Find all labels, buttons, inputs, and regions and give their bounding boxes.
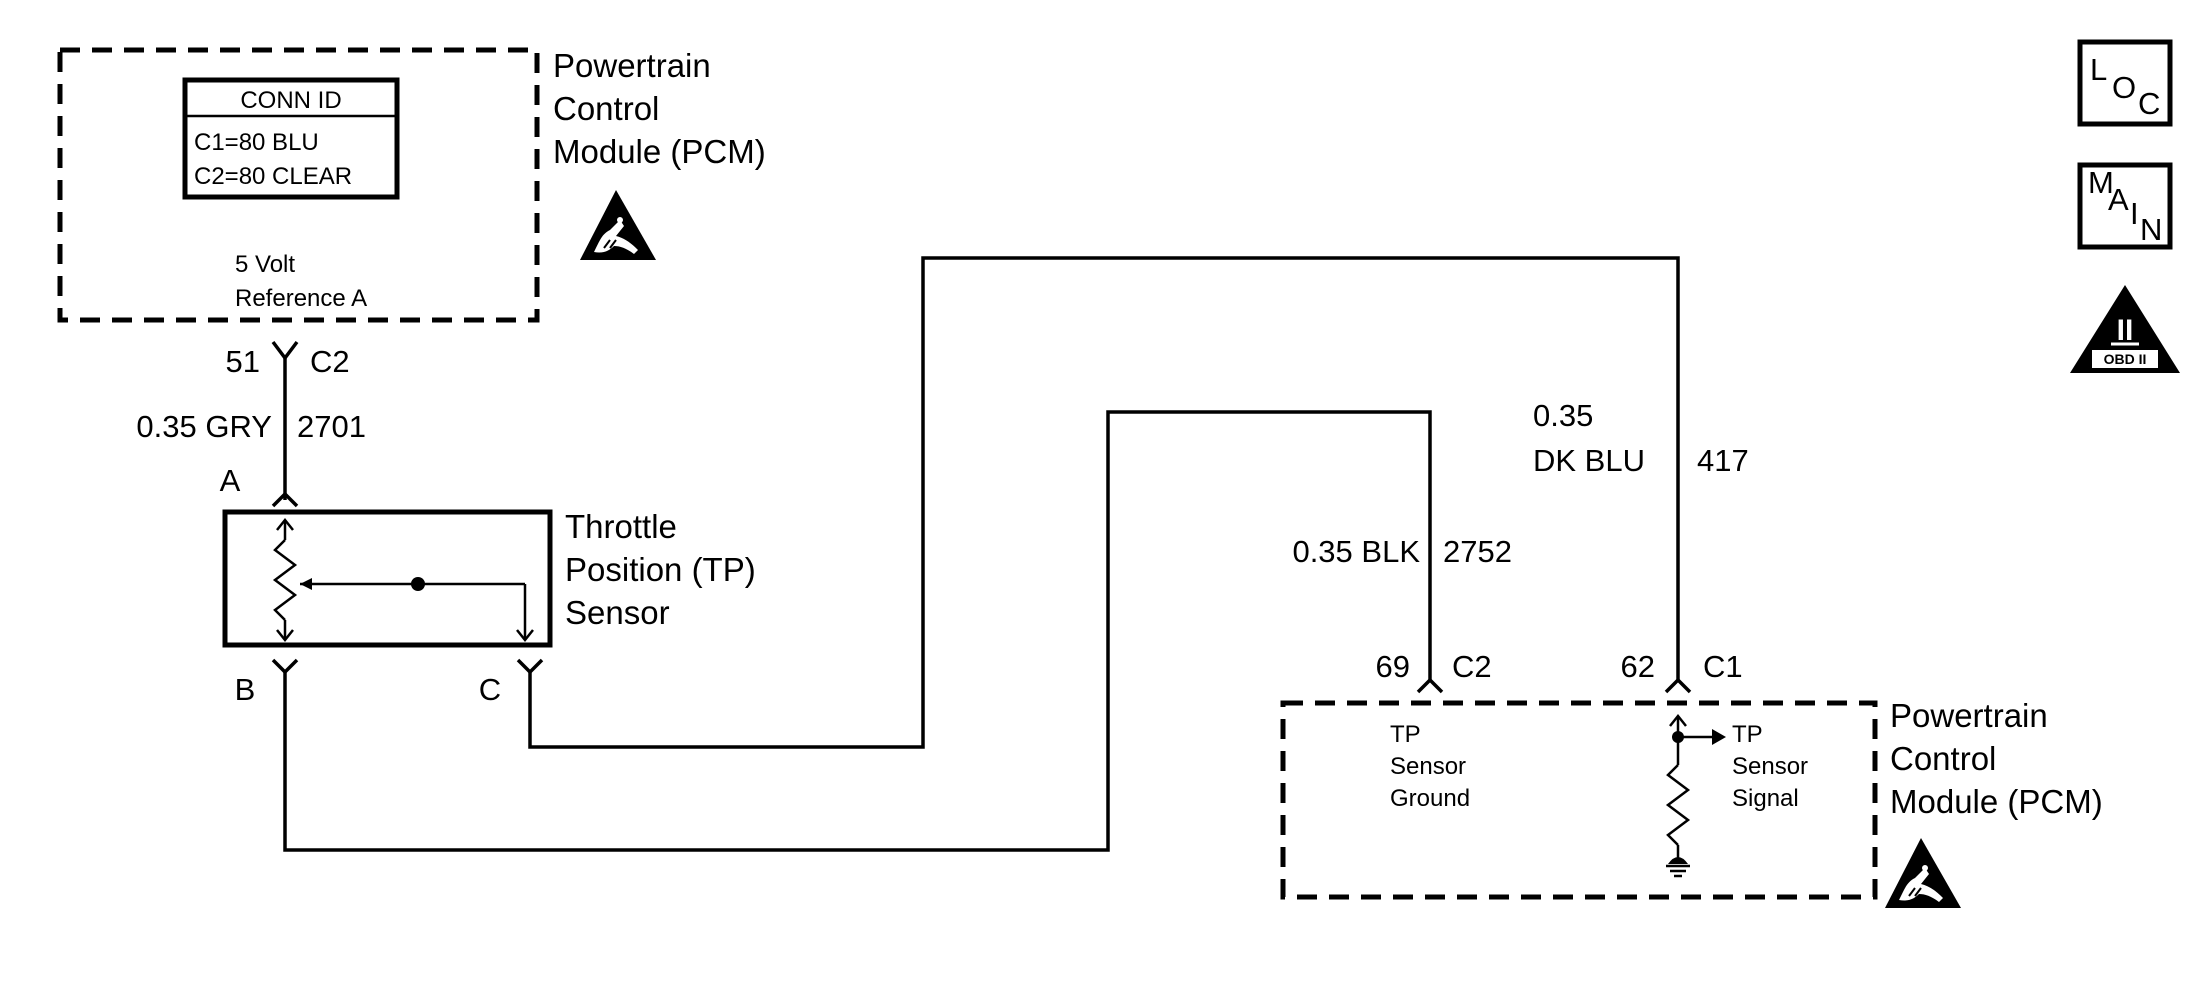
obd-label: OBD II	[2104, 351, 2147, 367]
tp-pin-c: C	[479, 672, 501, 707]
tp-title-line-2: Position (TP)	[565, 551, 756, 588]
ground-symbol-icon	[1666, 857, 1690, 878]
signal-pin-number: 62	[1621, 649, 1655, 684]
loc-letter-l: L	[2090, 52, 2107, 87]
ref-pin-number: 51	[226, 344, 260, 379]
ground-pin-number: 69	[1376, 649, 1410, 684]
ground-label-line-3: Ground	[1390, 785, 1470, 812]
main-letter-m: M	[2088, 165, 2114, 200]
pcm-top-circuit-line-1: 5 Volt	[235, 251, 295, 278]
pcm-top-title-line-1: Powertrain	[553, 47, 711, 84]
tp-pin-b: B	[235, 672, 256, 707]
ref-connector-id: C2	[310, 344, 350, 379]
signal-circuit-number: 417	[1697, 443, 1749, 478]
obd-numeral: II	[2117, 314, 2134, 347]
signal-wire-gauge: 0.35	[1533, 398, 1593, 433]
conn-id-row-2: C2=80 CLEAR	[194, 163, 352, 190]
conn-id-row-1: C1=80 BLU	[194, 129, 319, 156]
pcm-bottom-title-line-2: Control	[1890, 740, 1996, 777]
signal-wire-color: DK BLU	[1533, 443, 1645, 478]
tp-title-line-3: Sensor	[565, 594, 670, 631]
tp-pin-a: A	[220, 463, 241, 498]
ground-connector-id: C2	[1452, 649, 1492, 684]
pcm-bottom: Powertrain Control Module (PCM) TP Senso…	[1280, 697, 2103, 909]
pcm-bottom-title-line-3: Module (PCM)	[1890, 783, 2103, 820]
potentiometer-symbol	[272, 517, 534, 643]
tp-sensor: A B C Throttle Position (TP) Sensor	[220, 463, 756, 707]
ground-label-line-1: TP	[1390, 721, 1421, 748]
ground-wire-gauge-color: 0.35 BLK	[1292, 534, 1420, 569]
loc-icon[interactable]: L O C	[2077, 39, 2173, 127]
pull-down-resistor-symbol	[1665, 713, 1726, 862]
ref-circuit-number: 2701	[297, 409, 366, 444]
pcm-top: Powertrain Control Module (PCM) CONN ID …	[57, 47, 766, 323]
ground-circuit-number: 2752	[1443, 534, 1512, 569]
pcm-top-title-line-2: Control	[553, 90, 659, 127]
esd-warning-icon	[579, 189, 657, 261]
conn-id-header: CONN ID	[240, 87, 341, 114]
signal-connector-id: C1	[1703, 649, 1743, 684]
ground-label-line-2: Sensor	[1390, 753, 1466, 780]
obd-ii-icon[interactable]: II OBD II	[2070, 285, 2180, 373]
wire-reference: 51 C2 0.35 GRY 2701	[136, 340, 366, 508]
conn-id-box: CONN ID C1=80 BLU C2=80 CLEAR	[182, 77, 400, 200]
pcm-top-title-line-3: Module (PCM)	[553, 133, 766, 170]
pcm-top-circuit-line-2: Reference A	[235, 285, 367, 312]
wire-signal-route: 0.35 DK BLU 417 62 C1	[528, 256, 1749, 749]
esd-warning-icon	[1884, 837, 1962, 909]
tp-title-line-1: Throttle	[565, 508, 677, 545]
ref-wire-gauge-color: 0.35 GRY	[136, 409, 272, 444]
signal-label-line-2: Sensor	[1732, 753, 1808, 780]
loc-letter-c: C	[2138, 86, 2160, 121]
wire-ground-route: 0.35 BLK 2752 69 C2	[283, 410, 1512, 852]
main-letter-n: N	[2140, 212, 2162, 247]
pcm-bottom-title-line-1: Powertrain	[1890, 697, 2048, 734]
main-letter-i: I	[2130, 196, 2139, 231]
loc-letter-o: O	[2112, 70, 2136, 105]
main-icon[interactable]: M A I N	[2077, 162, 2173, 250]
signal-label-line-3: Signal	[1732, 785, 1799, 812]
signal-label-line-1: TP	[1732, 721, 1763, 748]
main-letter-a: A	[2108, 182, 2129, 217]
